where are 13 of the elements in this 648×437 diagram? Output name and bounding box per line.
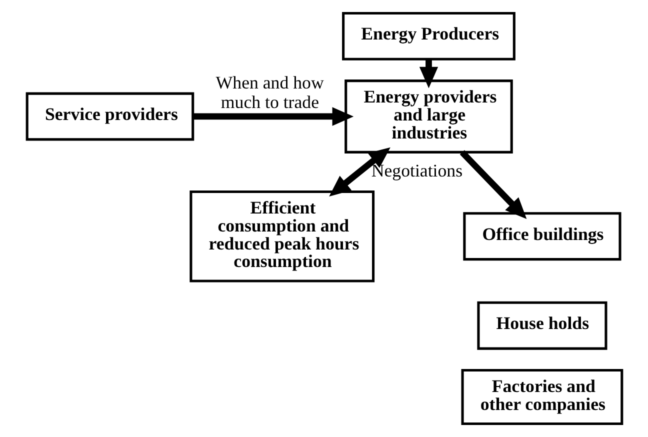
node-box: Office buildings bbox=[462, 212, 621, 261]
node-box: Factories and other companies bbox=[460, 368, 623, 426]
arrow bbox=[192, 107, 354, 126]
node-box: Energy Producers bbox=[342, 12, 515, 60]
edge-label: Negotiations bbox=[370, 160, 462, 181]
node-box: Service providers bbox=[25, 92, 194, 141]
node-box: House holds bbox=[476, 301, 607, 350]
edge-label: When and how much to trade bbox=[215, 72, 324, 112]
node-box: Energy providers and large industries bbox=[344, 80, 512, 154]
node-box: Efficient consumption and reduced peak hours consumption bbox=[189, 190, 374, 282]
arrow bbox=[459, 150, 526, 219]
arrow bbox=[418, 60, 438, 88]
arrow bbox=[328, 147, 390, 196]
